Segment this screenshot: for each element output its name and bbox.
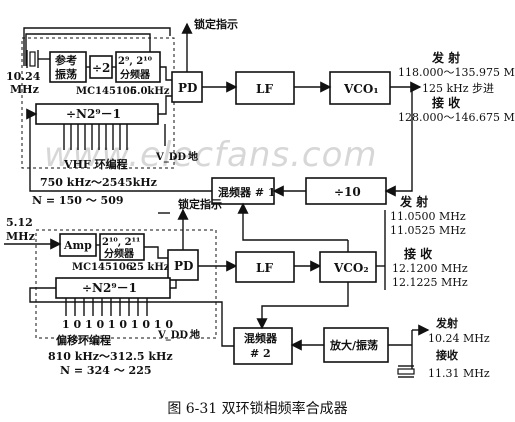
n-range-lower: N = 324 ～ 225 [60,364,152,377]
divider-lower-box [99,233,145,261]
tx-f2-mid: 11.0525 MHz [390,224,466,237]
tx-freq-lower: 10.24 MHz [428,332,490,345]
ref-in-unit-lower: MHz [6,230,35,243]
lf-upper-label: LF [256,82,273,96]
tx-freq-upper: 118.000～135.975 MHz [398,66,515,79]
step-upper: 125 kHz 步进 [422,82,494,95]
amp-label: Amp [63,239,92,252]
divider-lower-top: 2¹⁰, 2¹¹ [102,237,140,248]
rx-f2-mid: 12.1225 MHz [392,276,468,289]
prog-pins-upper [63,124,128,150]
rx-label-mid: 接 收 [404,246,432,261]
ref-freq-upper: 5.0kHz [130,86,170,97]
lock-label-upper: 锁定指示 [194,17,238,31]
vco2-label: VCO₂ [333,261,369,275]
prog-pins-lower [65,298,148,316]
mixer1-label: 混频器 # 1 [218,185,276,199]
vdd-upper: V_DD [155,152,186,163]
ref-freq-lower: 25 kHz [130,262,170,273]
tx-label-lower: 发射 [435,316,458,330]
crystal-upper-icon [26,50,39,68]
ref-osc-label-1: 参考 [55,53,77,67]
lf-lower-label: LF [256,261,273,275]
tx-label-mid: 发 射 [399,194,428,209]
div2-label: ÷2 [92,61,110,75]
divider-upper-bot: 分频器 [120,68,151,81]
amp-osc-box [323,327,389,363]
ref-in-lower: 5.12 [6,216,33,229]
amp-osc-label: 放大/振荡 [329,338,378,352]
rx-label-upper: 接 收 [432,95,460,110]
chip-outline-upper [21,37,175,169]
n-range-upper: N = 150 ～ 509 [32,194,124,207]
mixer2-label-1: 混频器 [244,331,278,345]
loop-label-upper: VHF 环编程 [63,157,128,171]
rx-freq-lower: 11.31 MHz [428,367,490,380]
gnd-lower: 地 [190,328,200,341]
divider-upper-top: 2⁹, 2¹⁰ [118,56,153,67]
crystal-lower-icon [397,365,415,378]
prog-div-lower-label: ÷N2⁹－1 [82,281,137,295]
pd-lower-label: PD [174,259,193,273]
chip-upper: MC145106 [76,86,137,97]
chip-outline-lower [35,229,217,339]
lf-lower-box [235,251,295,283]
rx-freq-upper: 128.000～146.675 MHz [398,111,515,124]
ref-osc-box [49,51,87,83]
loop-label-lower: 偏移环编程 [56,333,111,347]
vdd-lower: V_DD [157,330,188,341]
mixer1-box [211,177,275,205]
div10-label: ÷10 [334,185,361,199]
gnd-upper: 地 [188,150,198,163]
tx-label-upper: 发 射 [431,50,460,65]
chip-lower: MC145106 [72,262,133,273]
tx-f1-mid: 11.0500 MHz [390,210,466,223]
crystal-freq-upper: 10.24 [6,70,41,83]
lock-label-lower: 锁定指示 [178,197,222,211]
crystal-unit-upper: MHz [10,83,39,96]
vco1-box [329,71,391,105]
range-lower: 810 kHz～312.5 kHz [48,350,173,363]
rx-label-lower: 接收 [436,348,458,362]
pd-upper-label: PD [178,81,197,95]
mixer2-label-2: # 2 [250,347,271,360]
divider-lower-bot: 分频器 [104,247,135,260]
figure-caption: 图 6-31 双环锁相频率合成器 [167,401,348,417]
rx-f1-mid: 12.1200 MHz [392,262,468,275]
ref-osc-label-2: 振荡 [55,67,77,81]
range-upper: 750 kHz～2545kHz [40,176,157,189]
prog-div-upper-label: ÷N2⁹－1 [66,107,121,121]
prog-bits-lower: 1 0 1 0 1 0 1 0 1 0 [62,318,173,331]
vco1-label: VCO₁ [343,82,379,96]
